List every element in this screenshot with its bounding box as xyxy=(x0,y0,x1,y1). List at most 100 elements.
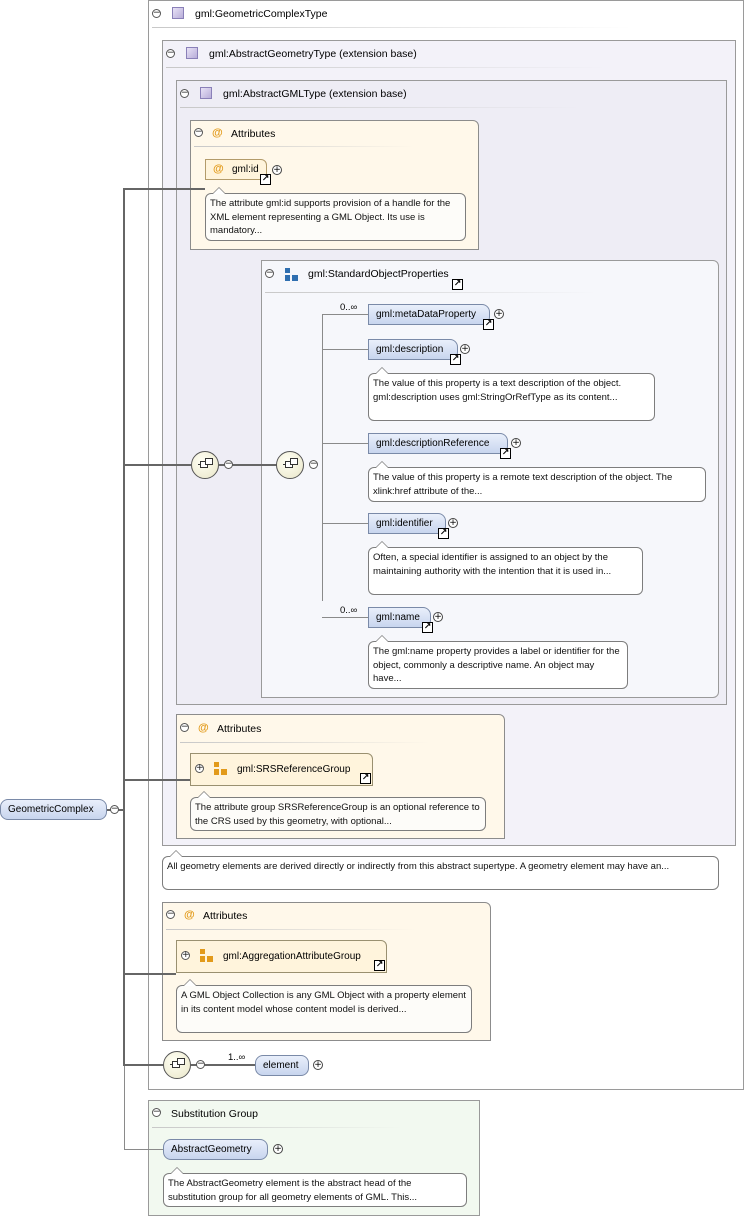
collapse-toggle-icon[interactable]: − xyxy=(265,268,274,278)
connector-line xyxy=(123,188,205,190)
connector-line xyxy=(322,523,368,524)
abstract-geometry-type-doc: All geometry elements are derived direct… xyxy=(162,850,719,890)
attribute-icon: @ xyxy=(198,722,209,734)
gml-id-label: gml:id xyxy=(232,164,259,175)
connector-line xyxy=(123,464,191,466)
plus-toggle-icon[interactable]: + xyxy=(181,950,190,960)
abstract-geometry-element[interactable]: AbstractGeometry xyxy=(163,1139,268,1160)
arrow-link-icon[interactable]: ↗ xyxy=(483,319,494,330)
arrow-link-icon[interactable]: ↗ xyxy=(260,174,271,185)
sequence-compositor-icon[interactable] xyxy=(191,451,219,479)
arrow-link-icon[interactable]: ↗ xyxy=(360,773,371,784)
complex-type-title: gml:GeometricComplexType xyxy=(195,8,328,20)
arrow-link-icon[interactable]: ↗ xyxy=(500,448,511,459)
connector-line xyxy=(123,779,190,781)
metadata-property-element[interactable]: gml:metaDataProperty xyxy=(368,304,490,325)
header-divider xyxy=(180,107,580,108)
identifier-doc: Often, a special identifier is assigned … xyxy=(368,541,643,595)
attribute-icon: @ xyxy=(212,127,223,139)
srs-reference-group[interactable]: gml:SRSReferenceGroup xyxy=(190,753,373,786)
aggregation-attribute-group[interactable]: gml:AggregationAttributeGroup xyxy=(176,940,387,973)
connector-line xyxy=(219,464,277,466)
plus-toggle-icon[interactable]: + xyxy=(195,763,204,773)
occurrence-label: 0..∞ xyxy=(340,605,358,616)
name-doc: The gml:name property provides a label o… xyxy=(368,635,628,689)
plus-toggle-icon[interactable]: + xyxy=(448,518,458,528)
occurrence-label: 0..∞ xyxy=(340,302,358,313)
plus-toggle-icon[interactable]: + xyxy=(460,344,470,354)
plus-toggle-icon[interactable]: + xyxy=(511,438,521,448)
connector-line xyxy=(322,314,323,334)
description-doc: The value of this property is a text des… xyxy=(368,367,655,421)
header-divider xyxy=(166,929,416,930)
element-label: GeometricComplex xyxy=(8,804,94,815)
attributes-title: Attributes xyxy=(231,128,276,140)
header-divider xyxy=(194,146,414,147)
collapse-toggle-icon[interactable]: − xyxy=(194,127,203,137)
connector-line xyxy=(123,188,125,1066)
element-label: gml:identifier xyxy=(376,518,433,529)
abstract-geometry-doc: The AbstractGeometry element is the abst… xyxy=(163,1167,467,1207)
connector-line xyxy=(124,1066,125,1149)
description-reference-doc: The value of this property is a remote t… xyxy=(368,461,706,502)
collapse-toggle-icon[interactable]: − xyxy=(180,88,189,98)
gml-id-attribute[interactable]: gml:id xyxy=(205,159,267,180)
collapse-toggle-icon[interactable]: − xyxy=(180,722,189,732)
element-label: gml:metaDataProperty xyxy=(376,309,477,320)
attribute-icon: @ xyxy=(184,909,195,921)
connector-line xyxy=(123,1064,163,1066)
attributes-title: Attributes xyxy=(203,910,248,922)
collapse-toggle-icon[interactable]: − xyxy=(196,1059,205,1069)
arrow-link-icon[interactable]: ↗ xyxy=(438,528,449,539)
complex-type-icon xyxy=(172,7,184,19)
header-divider xyxy=(166,67,606,68)
geometric-complex-root-element[interactable]: GeometricComplex xyxy=(0,799,107,820)
connector-line xyxy=(191,1064,255,1066)
collapse-toggle-icon[interactable]: − xyxy=(309,459,318,469)
plus-toggle-icon[interactable]: + xyxy=(272,165,282,175)
plus-toggle-icon[interactable]: + xyxy=(273,1144,283,1154)
arrow-link-icon[interactable]: ↗ xyxy=(422,622,433,633)
identifier-element[interactable]: gml:identifier xyxy=(368,513,446,534)
element-label: element xyxy=(263,1060,299,1071)
complex-type-icon xyxy=(200,87,212,99)
plus-toggle-icon[interactable]: + xyxy=(313,1060,323,1070)
name-element[interactable]: gml:name xyxy=(368,607,431,628)
attributes-title: Attributes xyxy=(217,723,262,735)
srs-reference-group-label: gml:SRSReferenceGroup xyxy=(237,764,351,775)
abstract-gml-type-title: gml:AbstractGMLType (extension base) xyxy=(223,88,407,100)
header-divider xyxy=(265,292,595,293)
element-label: gml:name xyxy=(376,612,420,623)
description-reference-element[interactable]: gml:descriptionReference xyxy=(368,433,508,454)
substitution-group-title: Substitution Group xyxy=(171,1108,258,1120)
header-divider xyxy=(152,1127,402,1128)
sequence-compositor-icon[interactable] xyxy=(163,1051,191,1079)
element-label: gml:description xyxy=(376,344,444,355)
element-label: AbstractGeometry xyxy=(171,1144,252,1155)
attribute-group-icon xyxy=(214,762,228,776)
srs-reference-group-doc: The attribute group SRSReferenceGroup is… xyxy=(190,791,486,831)
element-item[interactable]: element xyxy=(255,1055,309,1076)
collapse-toggle-icon[interactable]: − xyxy=(152,1107,161,1117)
collapse-toggle-icon[interactable]: − xyxy=(166,909,175,919)
attribute-group-icon xyxy=(200,949,214,963)
arrow-link-icon[interactable]: ↗ xyxy=(374,960,385,971)
connector-line xyxy=(322,328,323,601)
collapse-toggle-icon[interactable]: − xyxy=(166,48,175,58)
arrow-link-icon[interactable]: ↗ xyxy=(450,354,461,365)
element-label: gml:descriptionReference xyxy=(376,438,490,449)
collapse-toggle-icon[interactable]: − xyxy=(110,804,119,814)
occurrence-label: 1..∞ xyxy=(228,1052,246,1063)
description-element[interactable]: gml:description xyxy=(368,339,458,360)
connector-line xyxy=(322,349,368,350)
plus-toggle-icon[interactable]: + xyxy=(494,309,504,319)
plus-toggle-icon[interactable]: + xyxy=(433,612,443,622)
gml-id-doc: The attribute gml:id supports provision … xyxy=(205,187,466,241)
sequence-compositor-icon[interactable] xyxy=(276,451,304,479)
collapse-toggle-icon[interactable]: − xyxy=(152,8,161,18)
standard-object-properties-title: gml:StandardObjectProperties xyxy=(308,268,449,280)
complex-type-icon xyxy=(186,47,198,59)
aggregation-attribute-group-doc: A GML Object Collection is any GML Objec… xyxy=(176,979,472,1033)
collapse-toggle-icon[interactable]: − xyxy=(224,459,233,469)
arrow-link-icon[interactable]: ↗ xyxy=(452,279,463,290)
